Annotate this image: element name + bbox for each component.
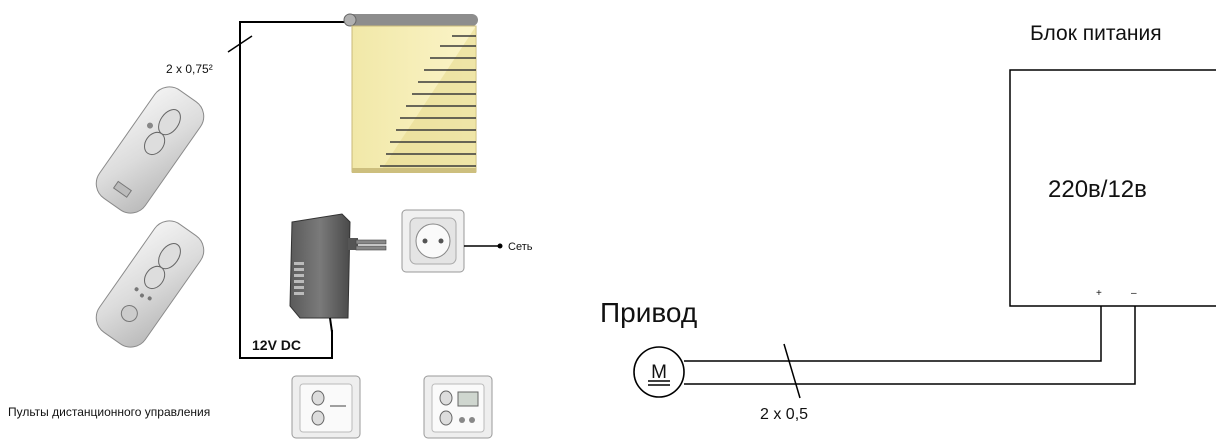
power-supply-block — [1009, 69, 1216, 307]
plus-terminal-label: + — [1096, 288, 1102, 299]
adapter-voltage-label: 12V DC — [252, 337, 301, 353]
power-adapter-icon — [289, 213, 387, 333]
low-voltage-wiring — [227, 21, 350, 359]
timer-wall-remote-icon — [423, 375, 493, 439]
motor-title: Привод — [600, 297, 697, 328]
minus-terminal-label: – — [1131, 288, 1137, 299]
psu-rating: 220в/12в — [1048, 176, 1147, 203]
handheld-remote-icon — [95, 220, 205, 348]
motor-icon — [633, 346, 685, 398]
wall-socket-icon — [401, 209, 503, 273]
remotes-caption: Пульты дистанционного управления — [8, 405, 210, 419]
handheld-remote-icon — [95, 86, 205, 214]
motor-cable — [684, 306, 1136, 399]
motor-symbol: M — [651, 362, 667, 383]
psu-title: Блок питания — [1030, 22, 1162, 45]
cable-gauge-label: 2 x 0,5 — [760, 406, 808, 423]
wire-gauge-label: 2 x 0,75² — [166, 62, 213, 76]
mains-label: Сеть — [508, 241, 533, 253]
pleated-blind-icon — [343, 13, 478, 173]
wall-remote-icon — [291, 375, 361, 439]
